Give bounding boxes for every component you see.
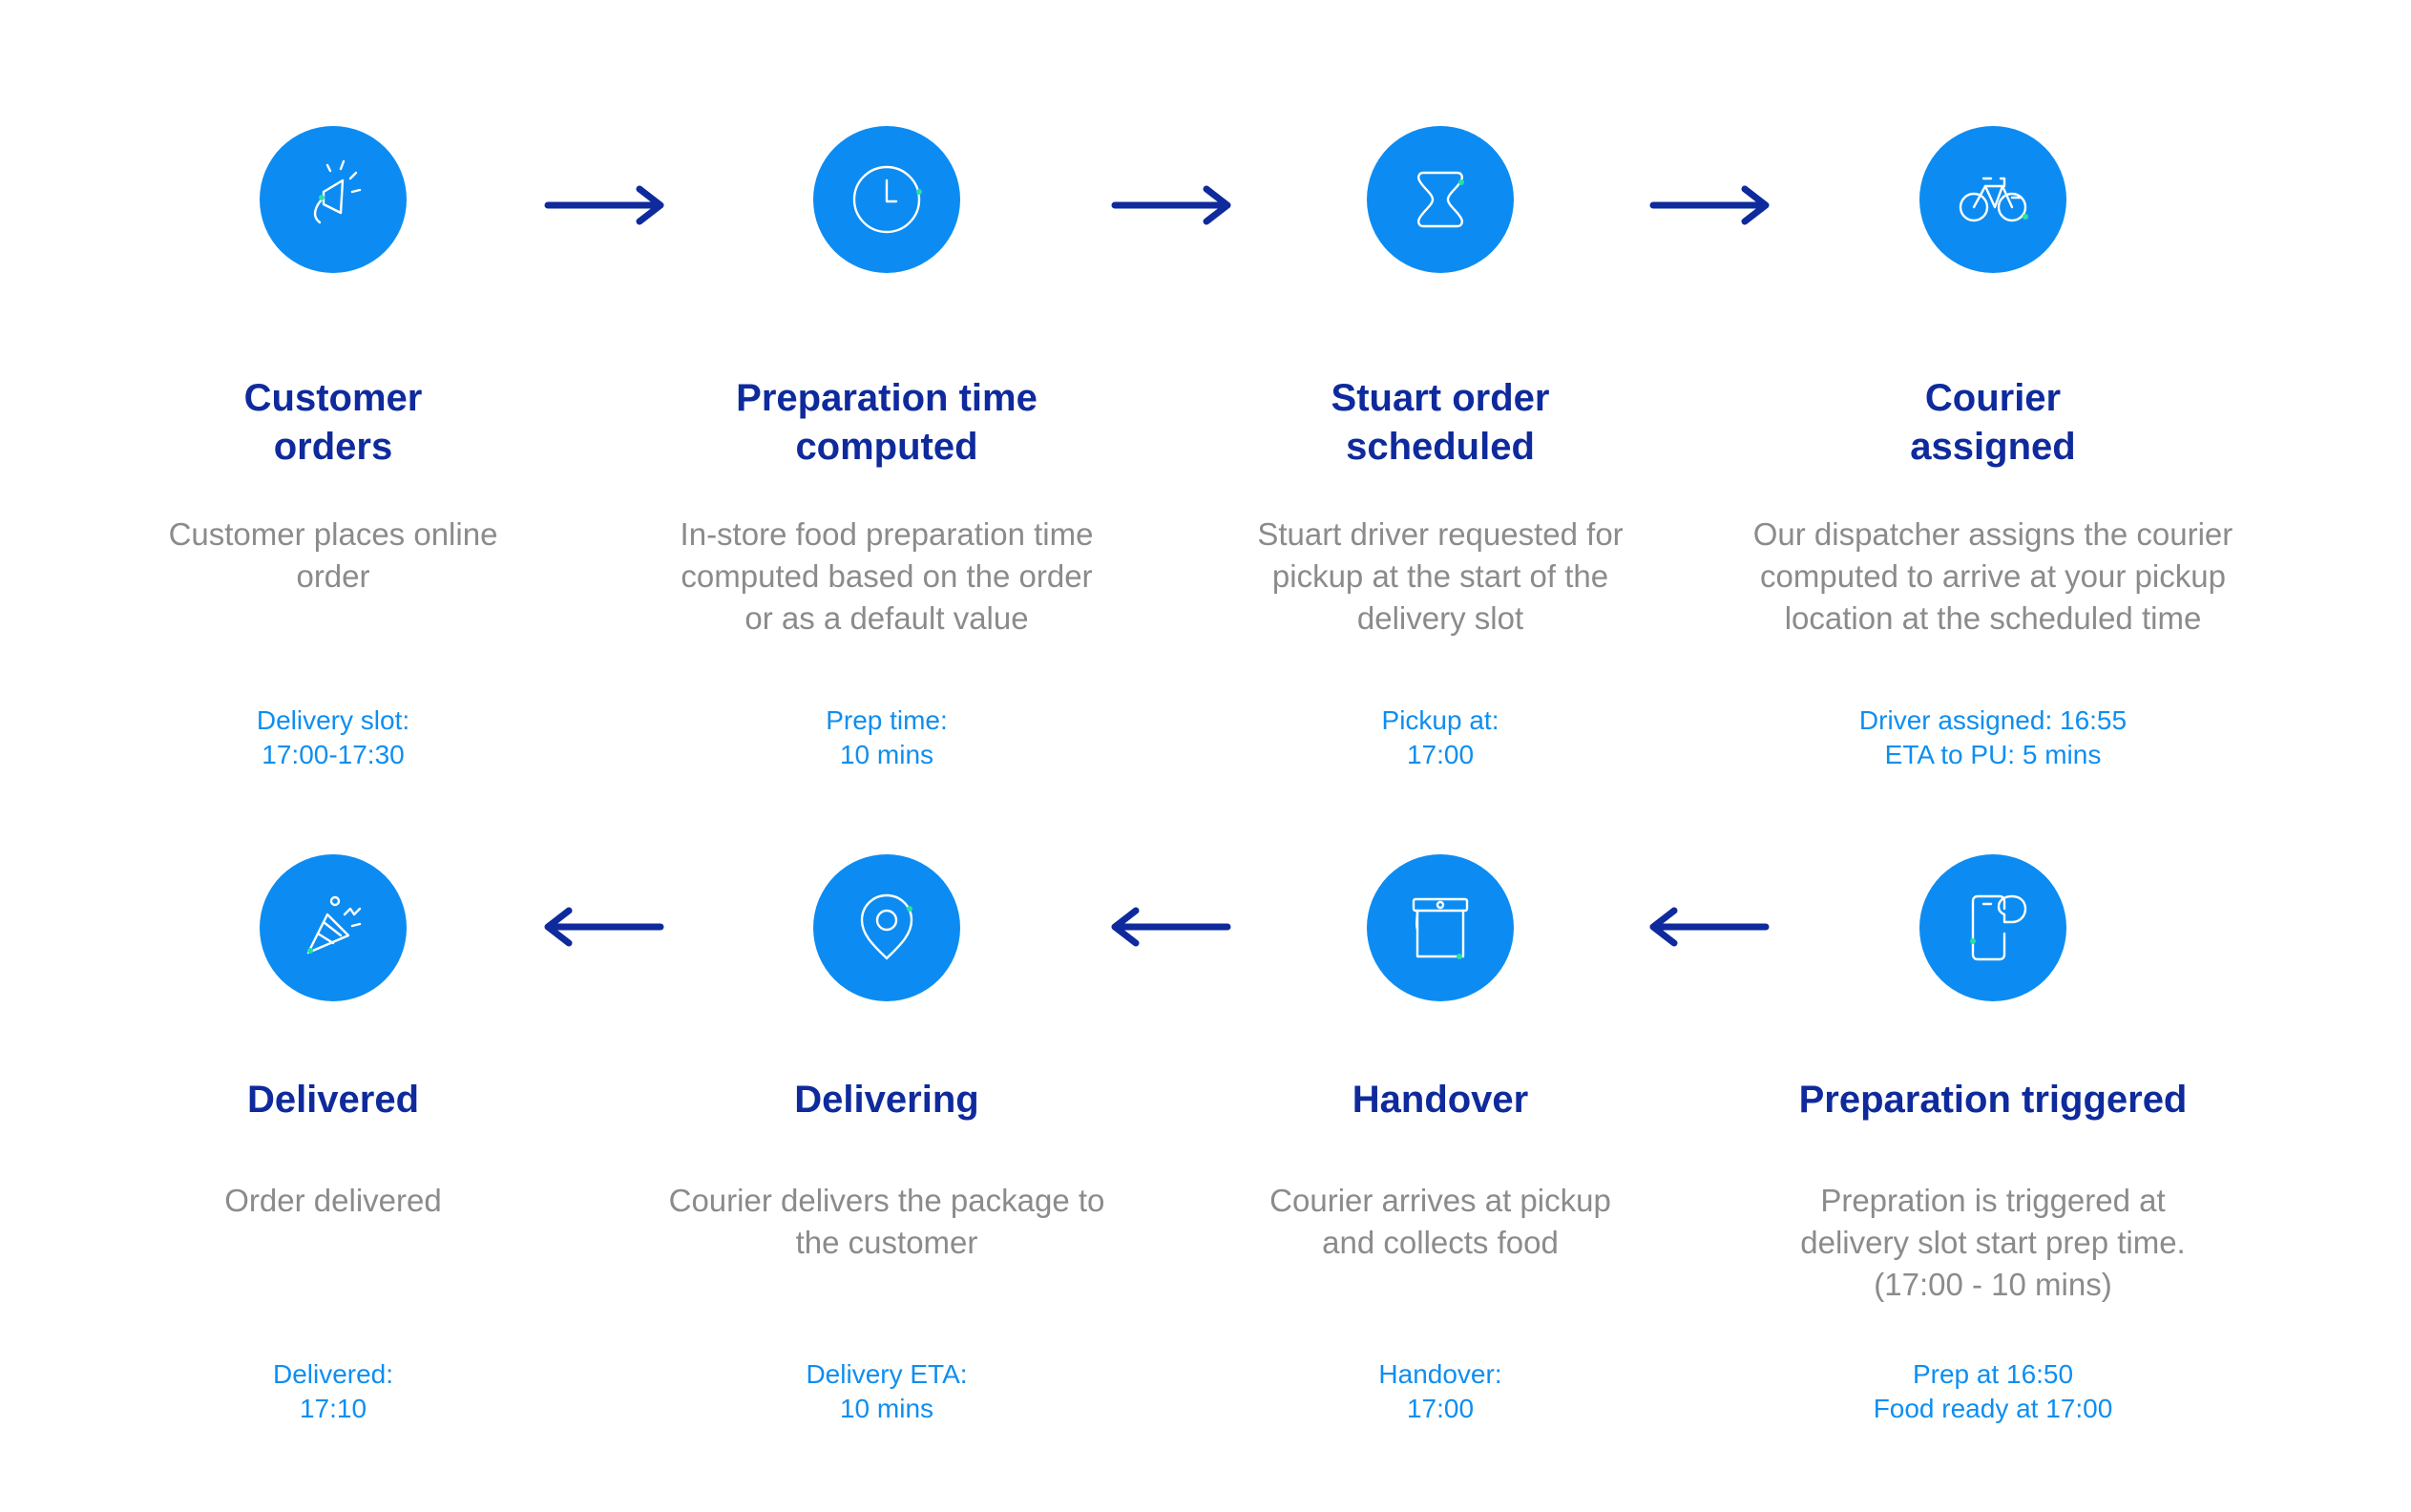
step-description: In-store food preparation time computed … [680, 516, 1094, 636]
step-title: Delivered [246, 1079, 420, 1121]
step-meta: Prep time: 10 mins [826, 705, 948, 769]
clock-icon [813, 126, 960, 273]
step-meta: Pickup at: 17:00 [1381, 705, 1499, 769]
step-title: Preparation triggered [1798, 1079, 2188, 1121]
arrow-left-icon [544, 907, 664, 947]
step-meta: Delivered: 17:10 [272, 1359, 394, 1423]
step-title: Stuart order scheduled [1331, 377, 1550, 468]
step-title: Delivering [794, 1079, 979, 1121]
step-description: Our dispatcher assigns the courier compu… [1752, 516, 2233, 636]
arrow-right-icon [1649, 185, 1770, 225]
step-meta: Delivery slot: 17:00-17:30 [256, 705, 410, 769]
food-bag-icon [1367, 854, 1514, 1001]
step-meta: Handover: 17:00 [1378, 1359, 1502, 1423]
step-meta: Prep at 16:50 Food ready at 17:00 [1873, 1359, 2113, 1423]
phone-chat-icon [1919, 854, 2066, 1001]
step-meta: Driver assigned: 16:55 ETA to PU: 5 mins [1858, 705, 2128, 769]
megaphone-icon [260, 126, 407, 273]
step-meta: Delivery ETA: 10 mins [806, 1359, 968, 1423]
step-description: Courier delivers the package to the cust… [668, 1183, 1105, 1260]
step-title: Customer orders [243, 377, 423, 468]
step-description: Stuart driver requested for pickup at th… [1257, 516, 1624, 636]
hourglass-icon [1367, 126, 1514, 273]
arrow-right-icon [544, 185, 664, 225]
step-description: Prepration is triggered at delivery slot… [1800, 1183, 2186, 1302]
step-description: Order delivered [224, 1183, 442, 1218]
arrow-left-icon [1111, 907, 1231, 947]
step-title: Preparation time computed [736, 377, 1038, 468]
step-title: Courier assigned [1910, 377, 2076, 468]
step-description: Courier arrives at pickup and collects f… [1269, 1183, 1611, 1260]
arrow-left-icon [1649, 907, 1770, 947]
step-title: Handover [1352, 1079, 1529, 1121]
bicycle-icon [1919, 126, 2066, 273]
arrow-right-icon [1111, 185, 1231, 225]
step-description: Customer places online order [168, 516, 498, 594]
party-popper-icon [260, 854, 407, 1001]
location-pin-icon [813, 854, 960, 1001]
